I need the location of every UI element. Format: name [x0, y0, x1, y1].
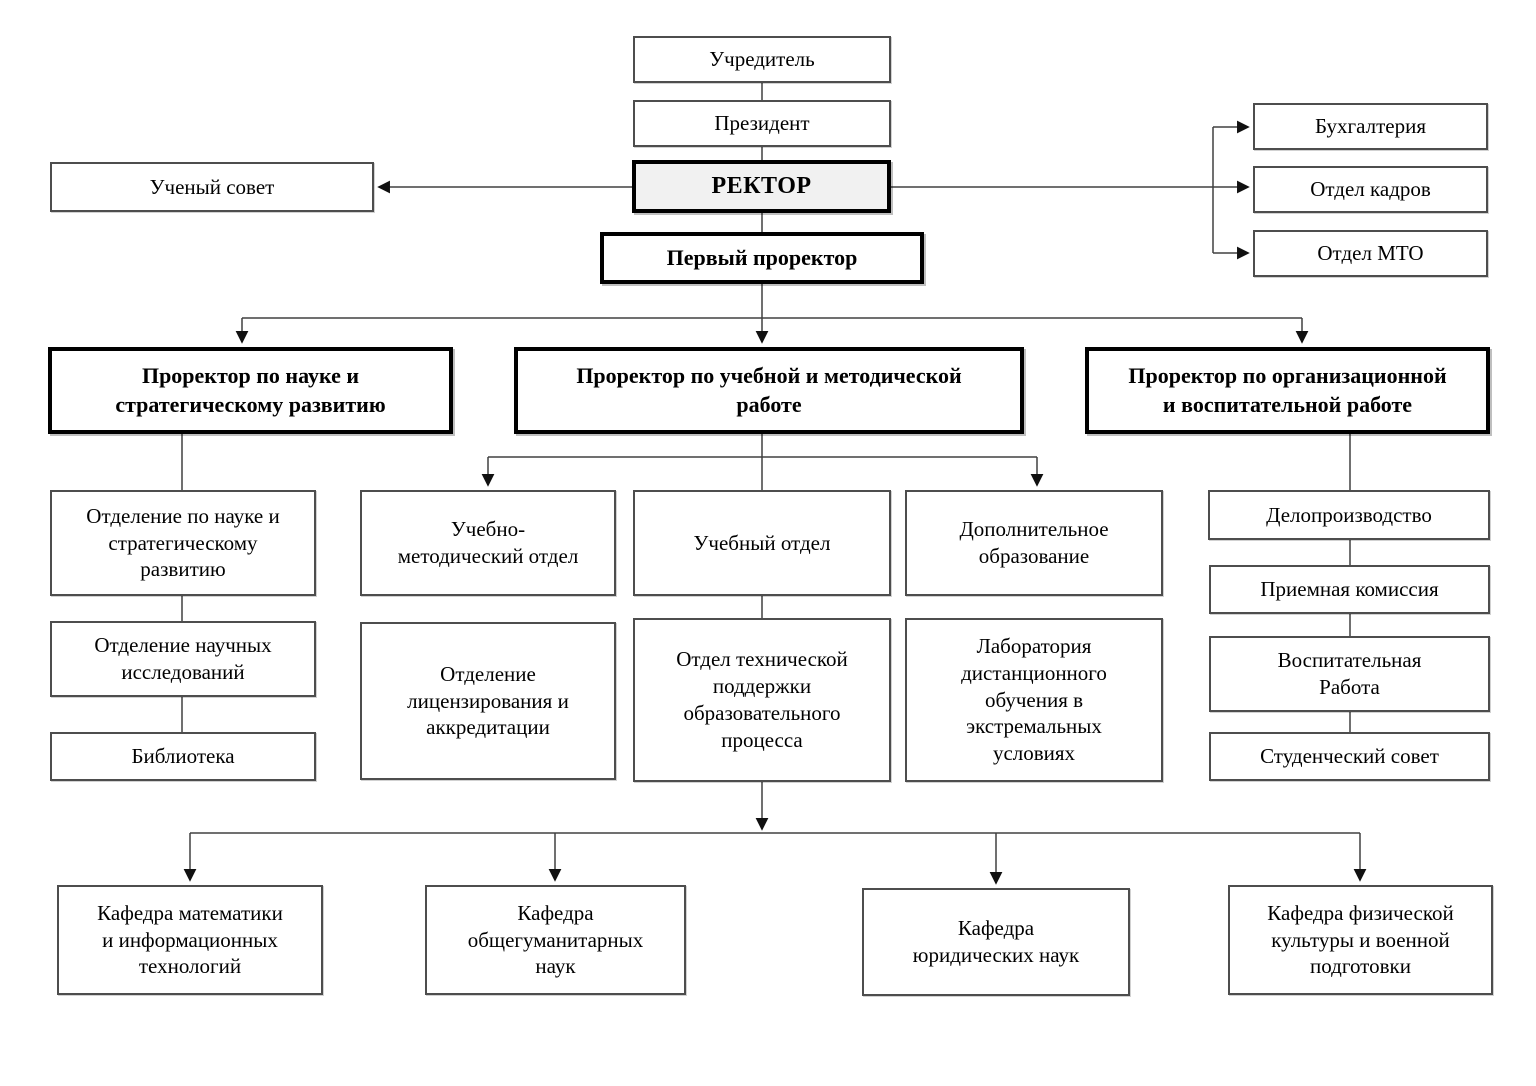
node-tech-support-dept: Отдел технической поддержки образователь…: [633, 618, 891, 782]
node-additional-edu: Дополнительное образование: [905, 490, 1163, 596]
node-edu-dept: Учебный отдел: [633, 490, 891, 596]
node-library: Библиотека: [50, 732, 316, 781]
node-accounting: Бухгалтерия: [1253, 103, 1488, 150]
node-science-strategy-dept: Отделение по науке и стратегическому раз…: [50, 490, 316, 596]
node-records-office: Делопроизводство: [1208, 490, 1490, 540]
node-research-dept: Отделение научных исследований: [50, 621, 316, 697]
node-dept-physical-military: Кафедра физической культуры и военной по…: [1228, 885, 1493, 995]
node-distance-lab: Лаборатория дистанционного обучения в эк…: [905, 618, 1163, 782]
node-upbringing-work: Воспитательная Работа: [1209, 636, 1490, 712]
node-hr-dept: Отдел кадров: [1253, 166, 1488, 213]
node-founder: Учредитель: [633, 36, 891, 83]
node-logistics-dept: Отдел МТО: [1253, 230, 1488, 277]
node-president: Президент: [633, 100, 891, 147]
node-edu-method-dept: Учебно- методический отдел: [360, 490, 616, 596]
node-student-council: Студенческий совет: [1209, 732, 1490, 781]
node-academic-council: Ученый совет: [50, 162, 374, 212]
node-licensing-dept: Отделение лицензирования и аккредитации: [360, 622, 616, 780]
node-vice-rector-organizational: Проректор по организационной и воспитате…: [1085, 347, 1490, 434]
node-first-vice-rector: Первый проректор: [600, 232, 924, 284]
node-dept-law: Кафедра юридических наук: [862, 888, 1130, 996]
node-vice-rector-science: Проректор по науке и стратегическому раз…: [48, 347, 453, 434]
node-dept-humanities: Кафедра общегуманитарных наук: [425, 885, 686, 995]
node-dept-math-it: Кафедра математики и информационных техн…: [57, 885, 323, 995]
node-rector: РЕКТОР: [632, 160, 891, 213]
node-admissions-committee: Приемная комиссия: [1209, 565, 1490, 614]
node-vice-rector-education: Проректор по учебной и методической рабо…: [514, 347, 1024, 434]
